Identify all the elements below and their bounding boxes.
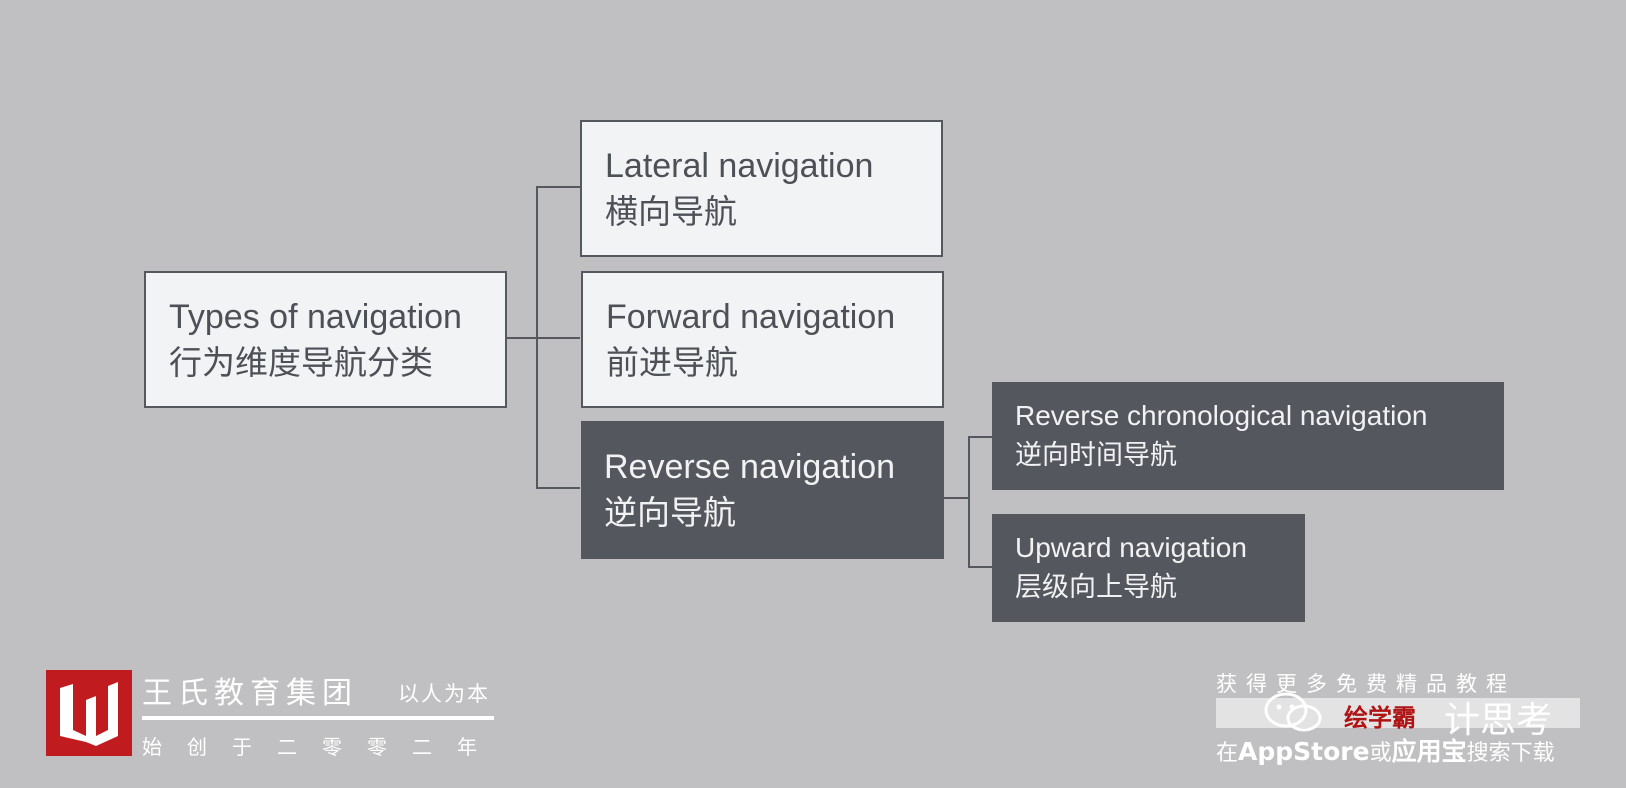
- wechat-icon: [1262, 690, 1326, 734]
- connector-reverse-stem: [944, 497, 970, 499]
- node-label-zh: 逆向导航: [604, 493, 736, 532]
- node-label-zh: 层级向上导航: [1015, 572, 1177, 603]
- watermark-appstore: AppStore: [1238, 737, 1370, 766]
- node-types-of-navigation: Types of navigation 行为维度导航分类: [144, 271, 507, 408]
- connector-lateral: [536, 186, 580, 188]
- watermark-bottom-or: 或: [1369, 741, 1392, 766]
- connector-root-stem: [506, 337, 536, 339]
- connector-reverse: [536, 487, 580, 489]
- node-upward-navigation: Upward navigation 层级向上导航: [992, 514, 1305, 622]
- node-label-en: Lateral navigation: [605, 146, 874, 185]
- org-slogan: 以人为本: [398, 682, 490, 706]
- node-reverse-chronological-navigation: Reverse chronological navigation 逆向时间导航: [992, 382, 1504, 490]
- node-lateral-navigation: Lateral navigation 横向导航: [580, 120, 943, 257]
- node-forward-navigation: Forward navigation 前进导航: [581, 271, 944, 408]
- watermark-bottom-text: 在AppStore或应用宝搜索下载: [1216, 732, 1555, 768]
- node-label-en: Forward navigation: [606, 297, 896, 336]
- watermark-brand: 绘学霸: [1344, 704, 1416, 732]
- org-divider: [142, 716, 494, 720]
- watermark-subtitle: 计思考: [1444, 700, 1553, 741]
- node-label-zh: 逆向时间导航: [1015, 440, 1177, 471]
- watermark-bottom-prefix: 在: [1216, 741, 1239, 766]
- node-label-en: Upward navigation: [1015, 532, 1247, 563]
- node-reverse-navigation: Reverse navigation 逆向导航: [581, 421, 944, 559]
- connector-chronological: [968, 436, 992, 438]
- connector-forward: [536, 337, 580, 339]
- org-founded: 始创于二零零二年: [142, 735, 502, 759]
- connector-upward: [968, 566, 992, 568]
- node-label-en: Types of navigation: [169, 297, 462, 336]
- node-label-zh: 行为维度导航分类: [169, 342, 433, 382]
- connector-reverse-spine: [968, 436, 970, 568]
- org-name: 王氏教育集团: [142, 676, 358, 711]
- watermark-bottom-suffix: 搜索下载: [1466, 741, 1555, 766]
- node-label-en: Reverse navigation: [604, 448, 896, 486]
- node-label-zh: 前进导航: [606, 342, 738, 382]
- watermark-app-name: 应用宝: [1391, 737, 1467, 766]
- w-logo-icon: [46, 670, 132, 756]
- watermark-top-text: 获得更多免费精品教程: [1216, 672, 1516, 696]
- node-label-en: Reverse chronological navigation: [1015, 400, 1428, 431]
- node-label-zh: 横向导航: [605, 191, 737, 231]
